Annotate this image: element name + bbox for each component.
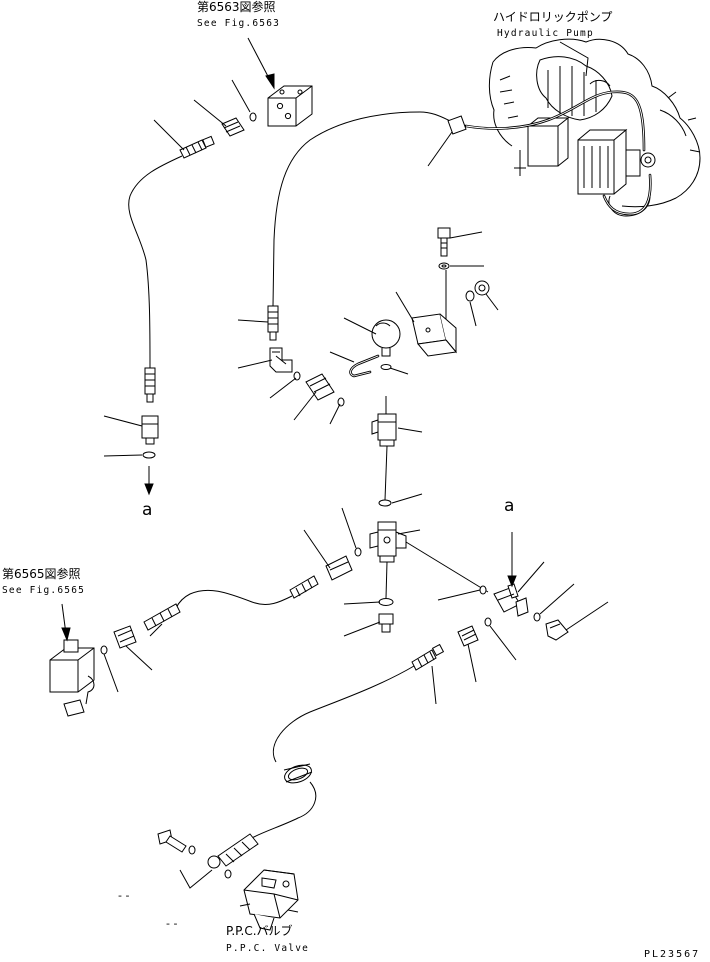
o-ring xyxy=(485,618,491,626)
pipe-diagonal xyxy=(406,542,488,592)
hose-fitting-lower xyxy=(412,645,443,670)
adapter xyxy=(306,374,334,400)
connector-right xyxy=(458,626,478,646)
o-ring xyxy=(355,548,361,556)
u-pipe xyxy=(351,356,378,376)
hose-fitting-ppc xyxy=(218,834,258,866)
o-ring xyxy=(101,646,107,654)
o-ring xyxy=(379,599,393,606)
pipe-vertical xyxy=(385,446,387,500)
drawing-code: PL23567 xyxy=(644,949,701,960)
bolt xyxy=(438,228,450,256)
tee-fitting-upper xyxy=(372,396,396,446)
o-ring xyxy=(379,500,391,506)
hose-fitting-solenoid xyxy=(144,604,180,630)
washer xyxy=(439,263,449,269)
connector-solenoid xyxy=(114,626,136,648)
solenoid-valve xyxy=(50,640,94,716)
ref-label-6565-en: See Fig.6565 xyxy=(2,585,86,596)
o-ring xyxy=(250,113,256,121)
hose-fitting-top-left xyxy=(180,136,214,158)
hydraulic-pump xyxy=(489,39,700,216)
hose-fitting-left xyxy=(145,368,155,394)
connection-mark-left: a xyxy=(142,500,153,520)
tee-fitting-lower xyxy=(370,522,406,562)
washer xyxy=(466,291,474,301)
o-ring xyxy=(338,398,344,406)
hose-to-solenoid xyxy=(176,590,292,608)
pump-label-en: Hydraulic Pump xyxy=(497,28,594,39)
grommet xyxy=(282,762,314,787)
hose-fitting-mid xyxy=(290,576,318,598)
valve-block-6563 xyxy=(268,86,312,126)
elbow-fitting xyxy=(270,348,292,372)
o-ring xyxy=(534,613,540,621)
stray-mark: - - xyxy=(166,917,178,930)
tee-fitting-right xyxy=(494,584,528,616)
connector-elbow xyxy=(222,118,244,136)
bracket xyxy=(412,314,456,356)
bolt-ppc xyxy=(158,830,186,852)
accumulator xyxy=(372,320,400,356)
ppc-label-jp: P.P.C.バルブ xyxy=(226,924,293,938)
o-ring xyxy=(189,846,195,854)
hose-pump-to-tee xyxy=(268,92,644,340)
ref-label-6563-en: See Fig.6563 xyxy=(197,18,281,29)
elbow-right xyxy=(546,620,568,640)
connection-mark-right: a xyxy=(504,496,515,516)
hose-left xyxy=(129,156,182,368)
ppc-label-en: P.P.C. Valve xyxy=(226,943,310,954)
leader-lines xyxy=(104,80,608,704)
o-ring xyxy=(143,452,155,458)
pump-label-jp: ハイドロリックポンプ xyxy=(493,10,613,24)
ref-label-6565-jp: 第6565図参照 xyxy=(2,567,81,581)
o-ring xyxy=(225,870,231,878)
ref-label-6563-jp: 第6563図参照 xyxy=(197,0,276,14)
stray-mark: - - xyxy=(118,889,130,902)
pump-leader xyxy=(560,42,588,76)
plug xyxy=(379,614,393,632)
o-ring xyxy=(381,365,391,370)
ppc-valve xyxy=(240,870,298,930)
hose-lower-center xyxy=(273,666,414,762)
nut xyxy=(475,281,489,295)
connector-mid xyxy=(326,556,352,580)
connector-left xyxy=(142,416,158,444)
